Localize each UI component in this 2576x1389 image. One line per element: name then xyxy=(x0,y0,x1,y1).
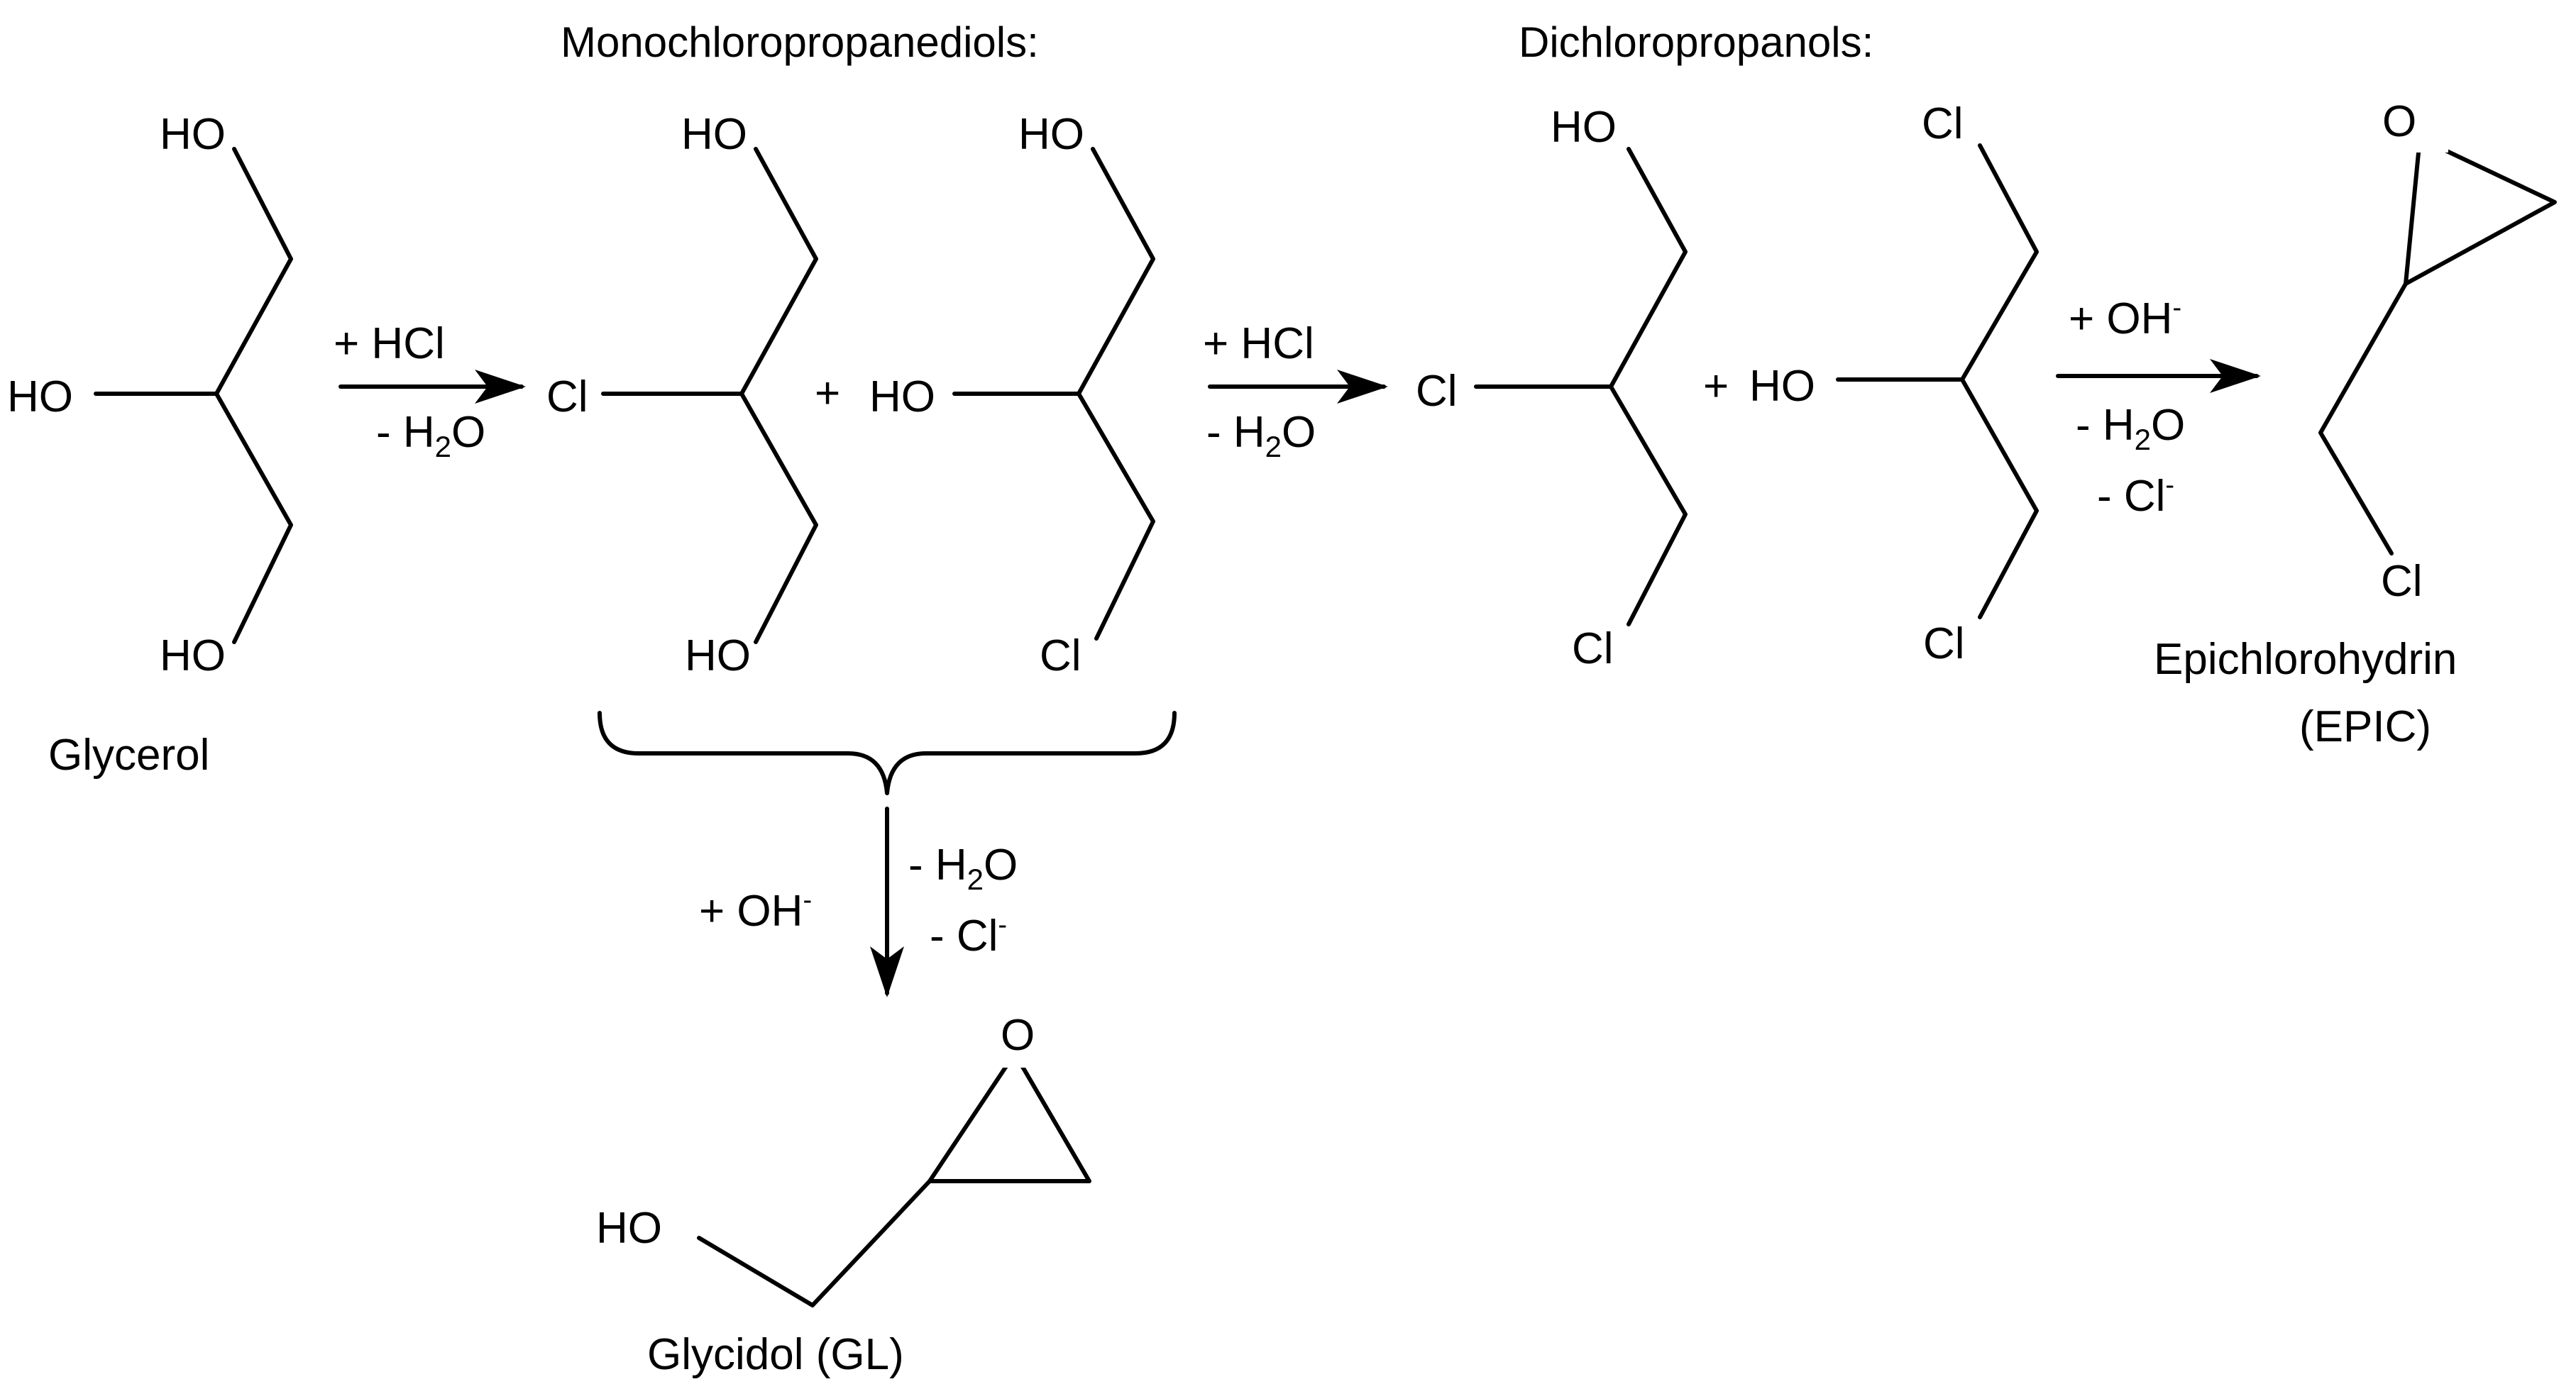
dcp-2-3-cl-bottom: Cl xyxy=(1572,624,1614,673)
mcpd-3-chloro-bonds xyxy=(952,147,1155,641)
dcp-1-3-oh-middle: HO xyxy=(1749,362,1815,411)
mcpd-3-chloro-oh-top: HO xyxy=(1018,110,1084,159)
arrow-2-reagent: + HCl xyxy=(1203,319,1314,368)
glycerol-name: Glycerol xyxy=(48,731,209,780)
plus-sign-2: + xyxy=(1703,362,1729,411)
arrow-4-reagent: + OH- xyxy=(699,885,812,936)
gl-oxygen: O xyxy=(1001,1011,1035,1060)
arrow-3-reagent: + OH- xyxy=(2069,293,2181,343)
dcp-1-3-structure: Cl HO Cl xyxy=(1749,99,2039,668)
mcpd-2-chloro-cl: Cl xyxy=(546,372,588,421)
mcpd-3-chloro-oh-middle: HO xyxy=(869,372,935,421)
dcp-2-3-cl-middle: Cl xyxy=(1416,367,1458,416)
glycerol-oh-top: HO xyxy=(160,110,226,159)
dcp-2-3-bonds xyxy=(1474,147,1688,626)
arrow-3-byproduct-water: - H2O xyxy=(2076,401,2185,456)
glycerol-oh-middle: HO xyxy=(7,372,73,421)
dcp-2-3-oh-top: HO xyxy=(1551,103,1617,152)
epichlorohydrin-structure: O Cl Epichlorohydrin (EPIC) xyxy=(2154,85,2557,751)
reaction-arrow-2: + HCl - H2O xyxy=(1203,319,1388,463)
mcpd-2-chloro-oh-top: HO xyxy=(681,110,747,159)
mcpd-3-chloro-structure: HO HO Cl xyxy=(869,110,1155,680)
arrow-3-byproduct-chloride: - Cl- xyxy=(2097,470,2174,521)
epic-name: Epichlorohydrin xyxy=(2154,635,2457,684)
glycerol-oh-bottom: HO xyxy=(160,631,226,680)
reaction-arrow-3: + OH- - H2O - Cl- xyxy=(2056,293,2261,521)
mcpd-2-chloro-structure: HO Cl HO xyxy=(546,110,818,680)
glycerol-bonds xyxy=(94,147,293,644)
dcp-1-3-cl-bottom: Cl xyxy=(1923,619,1965,668)
header-dichloropropanols: Dichloropropanols: xyxy=(1519,18,1873,66)
arrow-1-reagent: + HCl xyxy=(334,319,445,368)
epic-oxygen: O xyxy=(2382,97,2416,146)
epoxide-ring-gl xyxy=(928,1051,1091,1183)
glycidol-name: Glycidol (GL) xyxy=(647,1330,904,1379)
gl-o-mask xyxy=(979,1000,1054,1068)
epic-cl: Cl xyxy=(2381,557,2423,606)
epic-o-mask xyxy=(2370,85,2448,153)
glycerol-structure: HO HO HO Glycerol xyxy=(7,110,293,780)
mcpd-3-chloro-cl: Cl xyxy=(1040,631,1081,680)
arrow-2-byproduct: - H2O xyxy=(1206,408,1316,463)
dcp-1-3-cl-top: Cl xyxy=(1922,99,1964,148)
gl-hydroxymethyl-bonds xyxy=(697,1179,932,1307)
arrow-4-byproduct-chloride: - Cl- xyxy=(930,910,1007,961)
mcpd-brace xyxy=(598,711,1177,795)
glycidol-structure: O HO Glycidol (GL) xyxy=(596,1000,1091,1379)
epoxide-ring-epic xyxy=(2404,136,2557,286)
epic-abbreviation: (EPIC) xyxy=(2299,702,2431,751)
mcpd-2-chloro-oh-bottom: HO xyxy=(685,631,751,680)
header-monochloropropanediols: Monochloropropanediols: xyxy=(561,18,1039,66)
dcp-2-3-structure: HO Cl Cl xyxy=(1416,103,1688,673)
gl-oh: HO xyxy=(596,1204,662,1253)
plus-sign-1: + xyxy=(815,369,840,418)
reaction-arrow-4: + OH- - H2O - Cl- xyxy=(699,807,1018,997)
epic-chloromethyl-bonds xyxy=(2318,282,2408,555)
arrow-1-byproduct: - H2O xyxy=(376,408,485,463)
reaction-arrow-1: + HCl - H2O xyxy=(334,319,526,463)
mcpd-2-chloro-bonds xyxy=(601,147,818,644)
arrow-4-byproduct-water: - H2O xyxy=(908,841,1018,896)
dcp-1-3-bonds xyxy=(1836,143,2039,619)
